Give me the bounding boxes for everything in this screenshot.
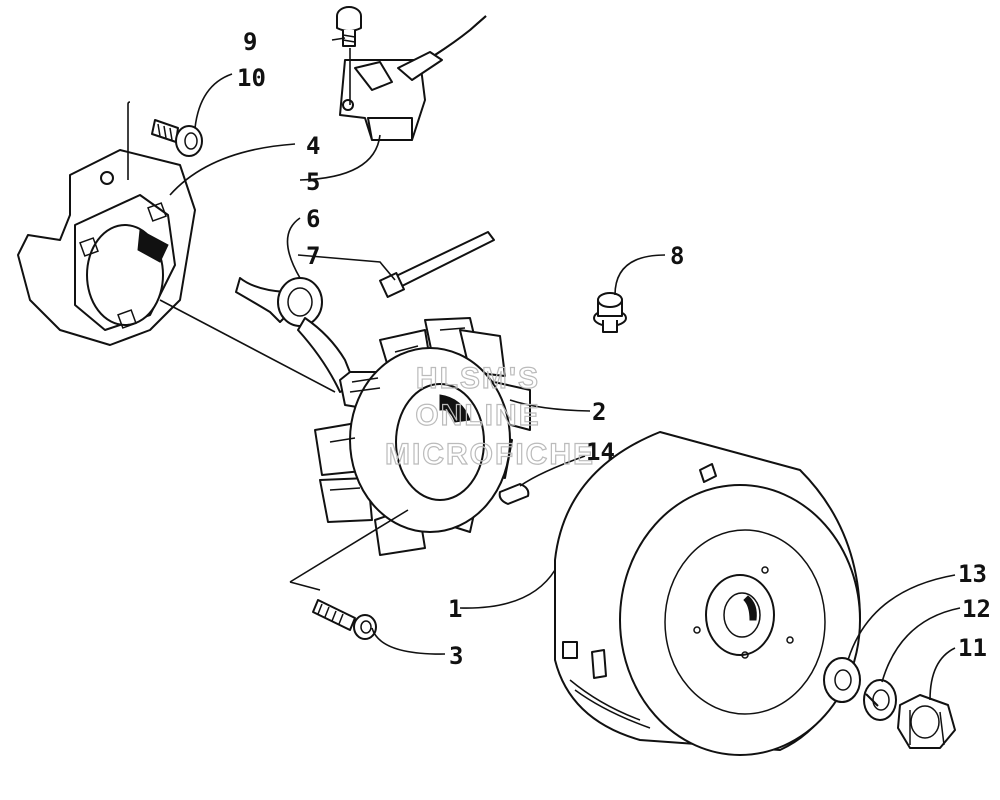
- nut-11: [897, 694, 956, 749]
- watermark: HLSM'S ONLINE MICROFICHE: [384, 361, 595, 471]
- leader-lines: [127, 37, 961, 701]
- callout-1: 1: [448, 595, 462, 623]
- callout-3: 3: [449, 642, 463, 670]
- washer-13: [823, 657, 861, 703]
- callout-13: 13: [958, 560, 987, 588]
- watermark-line-2: ONLINE: [415, 399, 540, 432]
- callout-11: 11: [958, 634, 987, 662]
- stator-plate: [17, 149, 196, 346]
- wire-grommet: [235, 277, 356, 393]
- callout-6: 6: [306, 205, 320, 233]
- callout-9: 9: [243, 28, 257, 56]
- callout-14: 14: [586, 438, 615, 466]
- watermark-line-3: MICROFICHE: [385, 438, 595, 471]
- callout-2: 2: [592, 398, 606, 426]
- callout-12: 12: [962, 595, 991, 623]
- screw-9: [336, 6, 362, 47]
- pickup-coil: [339, 15, 487, 141]
- bolt-3: [312, 599, 377, 640]
- callout-7: 7: [306, 242, 320, 270]
- cable-tie: [379, 231, 495, 298]
- stator-coil-assembly: [314, 317, 531, 556]
- woodruff-key: [498, 483, 530, 505]
- screw-10: [151, 119, 203, 157]
- callouts: 9 10 4 5 6 7 8 2 14 1 3 13 12 11: [237, 28, 991, 670]
- callout-5: 5: [306, 168, 320, 196]
- lock-washer-12: [863, 679, 897, 721]
- callout-8: 8: [670, 242, 684, 270]
- callout-10: 10: [237, 64, 266, 92]
- watermark-line-1: HLSM'S: [416, 362, 540, 395]
- bolt-8: [593, 292, 627, 333]
- callout-4: 4: [306, 132, 320, 160]
- flywheel: [554, 431, 861, 756]
